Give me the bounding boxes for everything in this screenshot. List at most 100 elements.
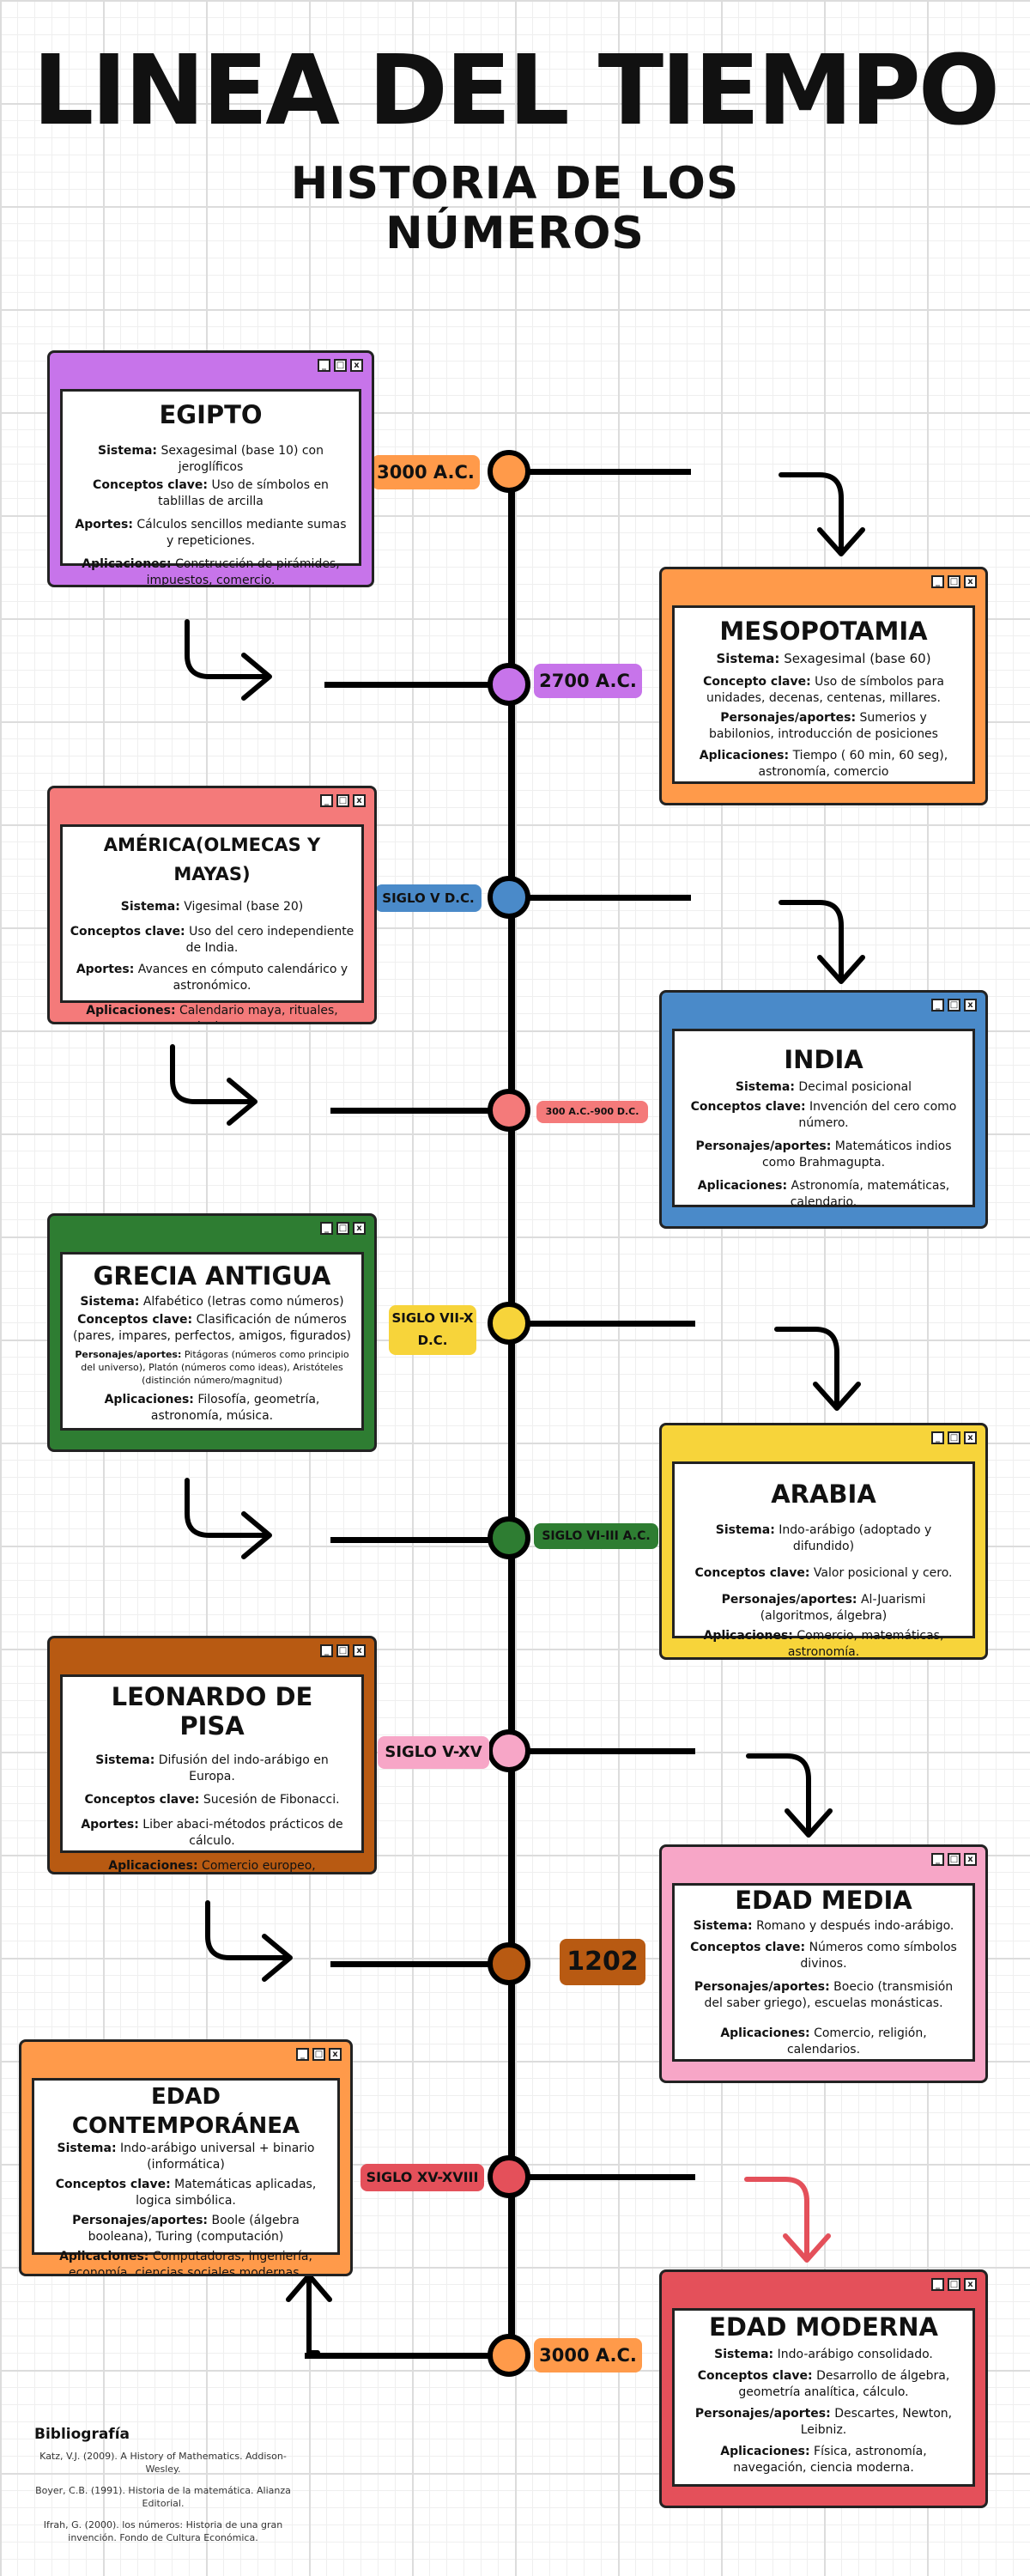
connector-line: [515, 1748, 695, 1754]
close-icon[interactable]: x: [964, 999, 977, 1012]
card-body: ARABIA Sistema: Indo-arábigo (adoptado y…: [672, 1461, 975, 1657]
card-field: Conceptos clave: Uso del cero independie…: [70, 925, 354, 955]
card-title: MESOPOTAMIA: [719, 617, 928, 646]
timeline-node-arabia: [488, 1516, 530, 1559]
card-field: Personajes/aportes: Descartes, Newton, L…: [694, 2407, 953, 2437]
minimize-icon[interactable]: _: [931, 575, 944, 588]
card-body: EDAD MEDIA Sistema: Romano y después ind…: [672, 1883, 975, 2062]
card-field: Sistema: Alfabético (letras como números…: [80, 1295, 344, 1309]
minimize-icon[interactable]: _: [318, 359, 330, 372]
maximize-icon[interactable]: □: [948, 1853, 960, 1866]
minimize-icon[interactable]: _: [931, 1431, 944, 1444]
window-controls: _ □ x: [320, 1222, 366, 1235]
card-field: Conceptos clave: Clasificación de número…: [72, 1313, 352, 1343]
card-field: Conceptos clave: Matemáticas aplicadas, …: [55, 2178, 317, 2208]
card-field: Aplicaciones: Filosofía, geometría, astr…: [104, 1393, 320, 1423]
maximize-icon[interactable]: □: [336, 794, 349, 807]
curved-arrow: [185, 1478, 272, 1559]
date-label-india: 300 A.C.-900 D.C.: [536, 1101, 648, 1123]
subtitle-line-1: HISTORIA DE LOS: [290, 158, 740, 210]
maximize-icon[interactable]: □: [312, 2048, 325, 2061]
page-subtitle: HISTORIA DE LOS NÚMEROS: [258, 159, 772, 258]
close-icon[interactable]: x: [964, 1853, 977, 1866]
card-field: Aplicaciones: Astronomía, matemáticas, c…: [697, 1179, 950, 1209]
card-field: Aplicaciones: Física, astronomía, navega…: [720, 2445, 927, 2475]
close-icon[interactable]: x: [353, 1644, 366, 1657]
minimize-icon[interactable]: _: [931, 1853, 944, 1866]
card-field: Aportes: Liber abaci-métodos prácticos d…: [81, 1818, 343, 1848]
close-icon[interactable]: x: [350, 359, 363, 372]
card-body: LEONARDO DE PISA Sistema: Difusión del i…: [60, 1674, 364, 1872]
maximize-icon[interactable]: □: [948, 2278, 960, 2291]
card-field: Sistema: Romano y después indo-arábigo.: [693, 1919, 954, 1933]
subtitle-line-2: NÚMEROS: [385, 208, 645, 259]
timeline-node-india: [488, 1089, 530, 1132]
window-titlebar: _ □ x: [662, 2272, 985, 2300]
connector-line: [330, 1961, 510, 1967]
card-field: Sistema: Decimal posicional: [735, 1080, 912, 1094]
timeline-node-media: [488, 1942, 530, 1985]
maximize-icon[interactable]: □: [948, 575, 960, 588]
minimize-icon[interactable]: _: [320, 1222, 333, 1235]
card-arabia: _ □ x ARABIA Sistema: Indo-arábigo (adop…: [659, 1423, 988, 1660]
card-body: EDAD CONTEMPORÁNEA Sistema: Indo-arábigo…: [32, 2078, 340, 2274]
maximize-icon[interactable]: □: [948, 999, 960, 1012]
date-label-america: SIGLO V D.C.: [375, 884, 482, 912]
card-field: Conceptos clave: Valor posicional y cero…: [694, 1566, 953, 1580]
close-icon[interactable]: x: [353, 1222, 366, 1235]
connector-line: [330, 1537, 510, 1543]
date-label-egipto: 3000 A.C.: [372, 455, 480, 489]
minimize-icon[interactable]: _: [296, 2048, 309, 2061]
close-icon[interactable]: x: [964, 1431, 977, 1444]
window-controls: _ □ x: [931, 2278, 977, 2291]
bibliography-reference: Katz, V.J. (2009). A History of Mathemat…: [39, 2451, 287, 2475]
card-body: GRECIA ANTIGUA Sistema: Alfabético (letr…: [60, 1252, 364, 1431]
card-body: AMÉRICA(OLMECAS Y MAYAS) Sistema: Vigesi…: [60, 824, 364, 1022]
timeline-node-meso: [488, 663, 530, 706]
window-controls: _ □ x: [320, 794, 366, 807]
connector-line: [515, 2174, 695, 2180]
card-field: Sistema: Difusión del indo-arábigo en Eu…: [95, 1753, 329, 1783]
card-title: GRECIA ANTIGUA: [93, 1261, 331, 1291]
bibliography: Bibliografía Katz, V.J. (2009). A Histor…: [34, 2426, 292, 2553]
card-edad-moderna: _ □ x EDAD MODERNA Sistema: Indo-arábigo…: [659, 2269, 988, 2508]
close-icon[interactable]: x: [353, 794, 366, 807]
minimize-icon[interactable]: _: [931, 999, 944, 1012]
card-field: Aportes: Avances en cómputo calendárico …: [76, 963, 348, 993]
close-icon[interactable]: x: [964, 2278, 977, 2291]
card-america: _ □ x AMÉRICA(OLMECAS Y MAYAS) Sistema: …: [47, 786, 377, 1024]
window-titlebar: _ □ x: [662, 1847, 985, 1874]
card-field: Personajes/aportes: Sumerios y babilonio…: [709, 711, 938, 741]
card-field: Sistema: Sexagesimal (base 10) con jerog…: [97, 444, 324, 474]
card-field: Sistema: Indo-arábigo (adoptado y difund…: [715, 1523, 932, 1553]
card-field: Aplicaciones: Comercio europeo, matemáti…: [108, 1859, 316, 1873]
card-body: MESOPOTAMIA Sistema: Sexagesimal (base 6…: [672, 605, 975, 784]
maximize-icon[interactable]: □: [334, 359, 347, 372]
maximize-icon[interactable]: □: [336, 1644, 349, 1657]
date-label-moderna: 3000 A.C.: [534, 2338, 642, 2372]
maximize-icon[interactable]: □: [948, 1431, 960, 1444]
card-edad-media: _ □ x EDAD MEDIA Sistema: Romano y despu…: [659, 1844, 988, 2083]
date-label-meso: 2700 A.C.: [534, 664, 642, 698]
curved-arrow: [774, 1327, 861, 1411]
curved-arrow: [205, 1900, 293, 1982]
window-controls: _ □ x: [931, 1853, 977, 1866]
minimize-icon[interactable]: _: [320, 794, 333, 807]
minimize-icon[interactable]: _: [931, 2278, 944, 2291]
card-field: Sistema: Indo-arábigo universal + binari…: [57, 2142, 315, 2172]
close-icon[interactable]: x: [329, 2048, 342, 2061]
window-controls: _ □ x: [296, 2048, 342, 2061]
maximize-icon[interactable]: □: [336, 1222, 349, 1235]
minimize-icon[interactable]: _: [320, 1644, 333, 1657]
card-egipto: _ □ x EGIPTO Sistema: Sexagesimal (base …: [47, 350, 374, 587]
card-field: Aportes: Cálculos sencillos mediante sum…: [75, 518, 347, 548]
connector-line: [330, 1108, 510, 1114]
window-titlebar: _ □ x: [50, 353, 372, 380]
close-icon[interactable]: x: [964, 575, 977, 588]
bibliography-reference: Ifrah, G. (2000). los números: Historia …: [43, 2519, 283, 2543]
card-mesopotamia: _ □ x MESOPOTAMIA Sistema: Sexagesimal (…: [659, 567, 988, 805]
card-body: EDAD MODERNA Sistema: Indo-arábigo conso…: [672, 2308, 975, 2487]
card-edad-contemporanea: _ □ x EDAD CONTEMPORÁNEA Sistema: Indo-a…: [19, 2039, 353, 2276]
card-field: Sistema: Sexagesimal (base 60): [716, 651, 931, 666]
window-controls: _ □ x: [931, 575, 977, 588]
